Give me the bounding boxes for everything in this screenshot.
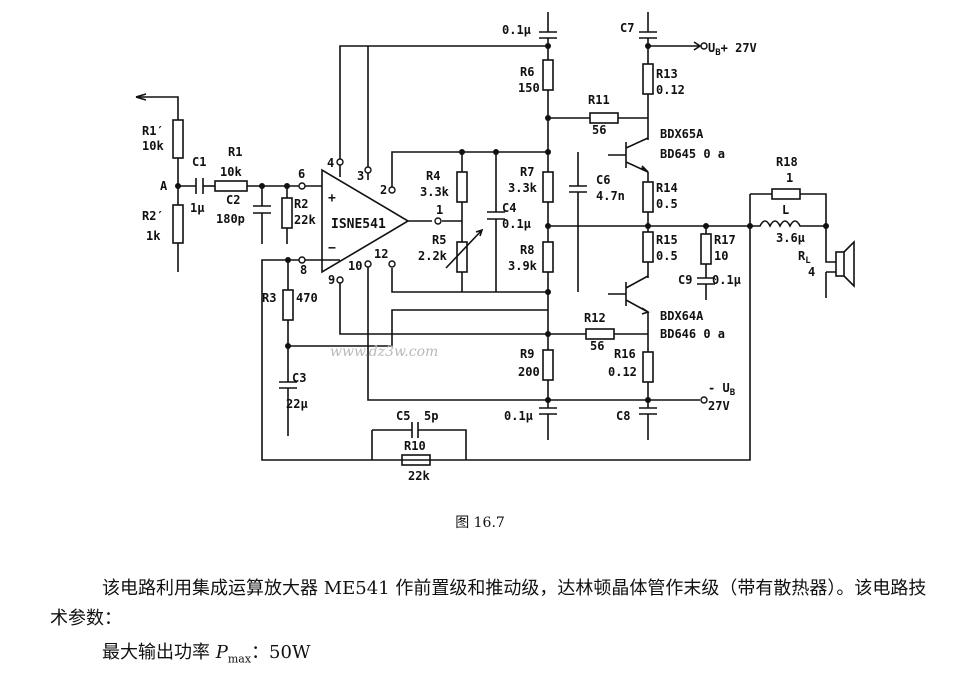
- pin-10: 10: [348, 259, 362, 273]
- r9-name: R9: [520, 347, 534, 361]
- r11-value: 56: [592, 123, 606, 137]
- c9-value: 0.1μ: [712, 273, 741, 287]
- q-top-line2: BD645 0 a: [660, 147, 725, 161]
- c-bot-value: 0.1μ: [504, 409, 533, 423]
- c3-name: C3: [292, 371, 306, 385]
- c8-name: C8: [616, 409, 630, 423]
- q-bot-line2: BD646 0 a: [660, 327, 725, 341]
- node-a: A: [160, 179, 168, 193]
- rl-value: 4: [808, 265, 815, 279]
- opamp-name: ISNE541: [331, 217, 386, 232]
- c7-name: C7: [620, 21, 634, 35]
- c2-value: 180p: [216, 212, 245, 226]
- c5-value: 5p: [424, 409, 438, 423]
- r5-value: 2.2k: [418, 249, 448, 263]
- r2-name: R2: [294, 197, 308, 211]
- r1-value: 10k: [220, 165, 242, 179]
- r7-name: R7: [520, 165, 534, 179]
- r10-value: 22k: [408, 469, 430, 483]
- r3-value: 470: [296, 291, 318, 305]
- r8-value: 3.9k: [508, 259, 538, 273]
- r6-name: R6: [520, 65, 534, 79]
- c6-value: 4.7n: [596, 189, 625, 203]
- pin-8: 8: [300, 263, 307, 277]
- r13-name: R13: [656, 67, 678, 81]
- c1-name: C1: [192, 155, 206, 169]
- r1-name: R1: [228, 145, 242, 159]
- r9-value: 200: [518, 365, 540, 379]
- c3-value: 22μ: [286, 397, 308, 411]
- r17-value: 10: [714, 249, 728, 263]
- c9-name: C9: [678, 273, 692, 287]
- r7-value: 3.3k: [508, 181, 538, 195]
- r1p-name: R1′: [142, 124, 164, 138]
- r15-value: 0.5: [656, 249, 678, 263]
- supply-neg-label: - UB: [708, 381, 736, 398]
- r3-name: R3: [262, 291, 276, 305]
- pin-12: 12: [374, 247, 388, 261]
- r16-value: 0.12: [608, 365, 637, 379]
- pin-3: 3: [357, 169, 364, 183]
- r18-value: 1: [786, 171, 793, 185]
- c1-value: 1μ: [190, 201, 204, 215]
- r2p-value: 1k: [146, 229, 161, 243]
- r10-name: R10: [404, 439, 426, 453]
- c-top-value: 0.1μ: [502, 23, 531, 37]
- r2p-name: R2′: [142, 209, 164, 223]
- r8-name: R8: [520, 243, 534, 257]
- c6-name: C6: [596, 173, 610, 187]
- c4-value: 0.1μ: [502, 217, 531, 231]
- r16-name: R16: [614, 347, 636, 361]
- r2-value: 22k: [294, 213, 316, 227]
- pin-6: 6: [298, 167, 305, 181]
- l-name: L: [782, 203, 789, 217]
- figure-caption: 图 16.7: [455, 515, 505, 531]
- opamp-minus: −: [328, 241, 336, 256]
- q-bot-line1: BDX64A: [660, 309, 704, 323]
- supply-pos-label: UB+ 27V: [708, 41, 757, 58]
- r6-value: 150: [518, 81, 540, 95]
- opamp-plus: +: [328, 191, 336, 206]
- r14-value: 0.5: [656, 197, 678, 211]
- watermark: www.dz3w.com: [330, 344, 438, 360]
- r18-name: R18: [776, 155, 798, 169]
- circuit-diagram: R1′ 10k A R2′ 1k C1 1μ R1 10k C2 180p R2…: [135, 12, 855, 483]
- rl-name: RL: [798, 249, 811, 266]
- r15-name: R15: [656, 233, 678, 247]
- l-value: 3.6μ: [776, 231, 805, 245]
- pin-4: 4: [327, 156, 334, 170]
- description-paragraph: 该电路利用集成运算放大器 ME541 作前置级和推动级，达林顿晶体管作末级（带有…: [50, 578, 927, 629]
- c5-name: C5: [396, 409, 410, 423]
- r12-value: 56: [590, 339, 604, 353]
- r11-name: R11: [588, 93, 610, 107]
- r14-name: R14: [656, 181, 678, 195]
- q-top-line1: BDX65A: [660, 127, 704, 141]
- r5-name: R5: [432, 233, 446, 247]
- r1p-value: 10k: [142, 139, 164, 153]
- spec-line: 最大输出功率 Pmax：50W: [102, 642, 311, 666]
- c4-name: C4: [502, 201, 516, 215]
- supply-neg-value: 27V: [708, 399, 730, 413]
- c2-name: C2: [226, 193, 240, 207]
- pin-1: 1: [436, 203, 443, 217]
- r13-value: 0.12: [656, 83, 685, 97]
- pin-2: 2: [380, 183, 387, 197]
- pin-9: 9: [328, 273, 335, 287]
- r4-name: R4: [426, 169, 440, 183]
- r17-name: R17: [714, 233, 736, 247]
- r12-name: R12: [584, 311, 606, 325]
- r4-value: 3.3k: [420, 185, 450, 199]
